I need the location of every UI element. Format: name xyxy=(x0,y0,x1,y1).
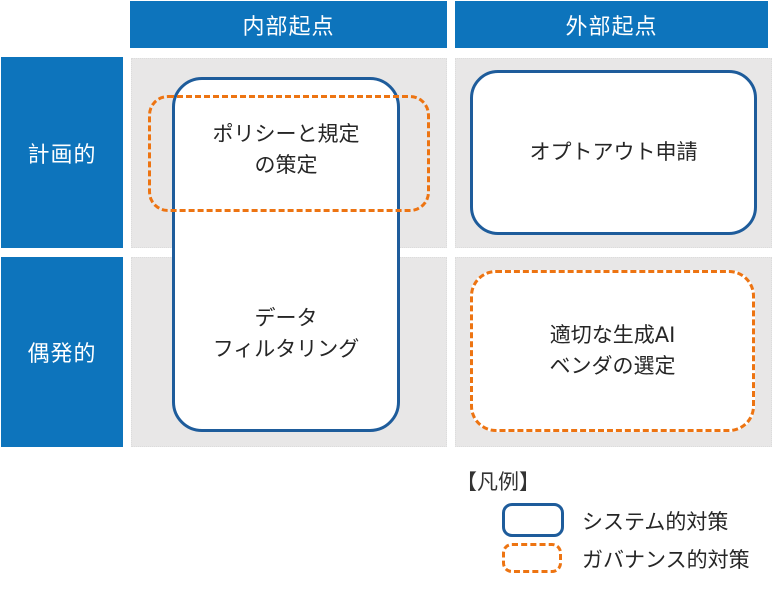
column-header-internal: 内部起点 xyxy=(130,1,447,48)
box-opt-out-label: オプトアウト申請 xyxy=(529,140,698,164)
column-header-external-label: 外部起点 xyxy=(565,14,658,40)
column-header-external: 外部起点 xyxy=(455,1,768,48)
legend-governance-swatch-icon xyxy=(502,543,562,573)
row-header-accidental-label: 偶発的 xyxy=(27,342,97,367)
legend-governance-label: ガバナンス的対策 xyxy=(582,548,750,572)
box-vendor-select-label: 適切な生成AI ベンダの選定 xyxy=(549,323,676,378)
row-header-planned-label: 計画的 xyxy=(27,142,97,168)
box-data-filtering xyxy=(172,77,400,432)
box-vendor-select: 適切な生成AI ベンダの選定 xyxy=(470,270,755,432)
row-header-accidental: 偶発的 xyxy=(1,257,123,447)
box-opt-out: オプトアウト申請 xyxy=(470,70,757,235)
box-policy-governance xyxy=(148,95,430,212)
box-policy-label: ポリシーと規定 の策定 xyxy=(212,122,360,177)
box-data-filtering-label: データ フィルタリング xyxy=(212,306,360,361)
row-header-planned: 計画的 xyxy=(1,57,123,248)
legend-system-swatch-icon xyxy=(502,503,564,537)
column-header-internal-label: 内部起点 xyxy=(242,14,335,40)
legend-title: 【凡例】 xyxy=(456,470,540,494)
legend-system-label: システム的対策 xyxy=(582,510,729,534)
